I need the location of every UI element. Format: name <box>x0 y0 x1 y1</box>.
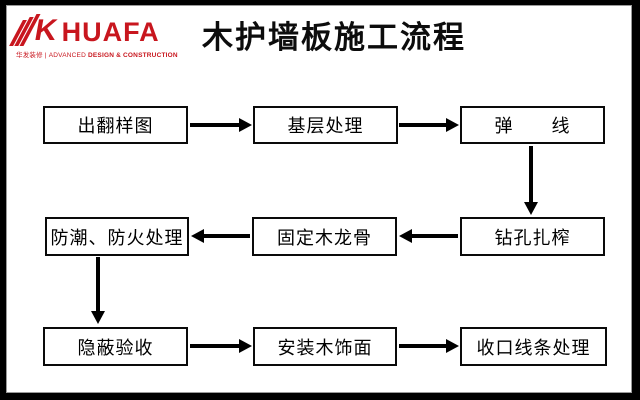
logo-brand-text: HUAFA <box>61 17 160 47</box>
flow-box-moisture-fire-treatment: 防潮、防火处理 <box>45 217 189 256</box>
flow-box-label: 基层处理 <box>287 116 364 136</box>
flow-box-label: 出翻样图 <box>77 116 154 136</box>
flow-box-label: 收口线条处理 <box>476 337 591 358</box>
huafa-k-stripes-icon: K <box>9 14 60 47</box>
flow-box-label: 隐蔽验收 <box>77 337 154 358</box>
flow-box-install-wood-veneer: 安装木饰面 <box>253 327 397 366</box>
flow-box-label: 防潮、防火处理 <box>50 227 184 248</box>
logo-tagline: 华发装修 | ADVANCED DESIGN & CONSTRUCTION <box>16 49 184 59</box>
logo-tagline-separator: | <box>44 52 47 59</box>
logo-tagline-cn: 华发装修 <box>16 52 43 59</box>
flow-box-base-treatment: 基层处理 <box>253 106 398 144</box>
logo-tagline-en2: DESIGN & CONSTRUCTION <box>88 52 178 59</box>
flow-box-concealed-acceptance: 隐蔽验收 <box>43 327 188 366</box>
flow-box-label: 固定木龙骨 <box>277 227 372 248</box>
logo-k-letter: K <box>32 14 60 47</box>
flow-box-shop-drawing: 出翻样图 <box>43 106 188 144</box>
flow-box-fix-wood-keel: 固定木龙骨 <box>252 217 397 256</box>
logo-tagline-en1: ADVANCED <box>48 52 86 59</box>
huafa-logo: K HUAFA 华发装修 | ADVANCED DESIGN & CONSTRU… <box>9 14 184 59</box>
page-title: 木护墙板施工流程 <box>202 20 466 55</box>
flow-box-edge-trim-treatment: 收口线条处理 <box>460 327 607 366</box>
flow-box-snap-line: 弹 线 <box>460 106 605 144</box>
flow-box-label: 弹 线 <box>494 116 571 136</box>
flow-box-drill-tenon: 钻孔扎榨 <box>460 217 605 256</box>
flow-box-label: 安装木饰面 <box>277 337 373 358</box>
flow-box-label: 钻孔扎榨 <box>494 227 571 248</box>
